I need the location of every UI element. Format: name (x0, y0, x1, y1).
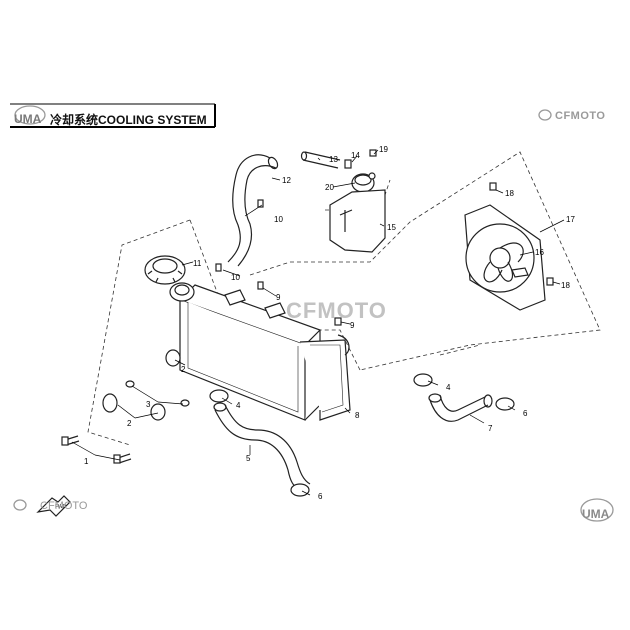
fwd-arrow-icon: FWD (36, 495, 71, 517)
callout-20: 20 (325, 183, 334, 192)
brand-logo-rings (13, 105, 614, 522)
cooling-fan (464, 204, 546, 311)
bolts (61, 149, 554, 464)
uma-logo-bottom-right: UMA (582, 507, 610, 521)
page-title: 冷却系统COOLING SYSTEM (50, 113, 207, 127)
callout-3: 3 (146, 400, 151, 409)
callout-12: 12 (282, 176, 291, 185)
upper-hose (227, 154, 279, 267)
callout-17: 17 (566, 215, 575, 224)
lower-hose (213, 402, 311, 491)
fwd-label: FWD (55, 504, 67, 510)
callout-numbers: 1 1 2 2 3 4 4 5 6 6 7 8 9 9 10 10 11 12 … (84, 145, 575, 501)
radiator (169, 282, 351, 421)
callout-19: 19 (379, 145, 388, 154)
callout-15: 15 (387, 223, 396, 232)
callout-13: 13 (329, 155, 338, 164)
radiator-cap (144, 255, 186, 285)
leader-lines (71, 149, 565, 496)
cfmoto-logo-bottom-left: CFMOTO (40, 500, 88, 512)
callout-4b: 4 (446, 383, 451, 392)
callout-14: 14 (351, 151, 360, 160)
uma-logo-top-left: UMA (14, 112, 42, 126)
callout-9b: 9 (350, 321, 355, 330)
callout-6b: 6 (523, 409, 528, 418)
callout-1a: 1 (84, 457, 89, 466)
callout-10a: 10 (274, 215, 283, 224)
callout-18a: 18 (505, 189, 514, 198)
callout-6a: 6 (318, 492, 323, 501)
callout-10b: 10 (231, 273, 240, 282)
rubber-bushings (102, 349, 190, 421)
callout-7: 7 (488, 424, 493, 433)
callout-5: 5 (246, 454, 251, 463)
cfmoto-logo-top-right: CFMOTO (555, 110, 606, 122)
callout-11: 11 (193, 259, 202, 268)
fan-side-hose (428, 393, 493, 422)
callout-2a: 2 (181, 365, 186, 374)
callout-16: 16 (535, 248, 544, 257)
callout-2b: 2 (127, 419, 132, 428)
overflow-pipe (300, 151, 341, 169)
callout-18b: 18 (561, 281, 570, 290)
callout-9a: 9 (276, 293, 281, 302)
cfmoto-watermark: CFMOTO (286, 298, 387, 323)
reservoir-tank (329, 172, 386, 253)
callout-4a: 4 (236, 401, 241, 410)
callout-8: 8 (355, 411, 360, 420)
title-frame (10, 103, 216, 128)
